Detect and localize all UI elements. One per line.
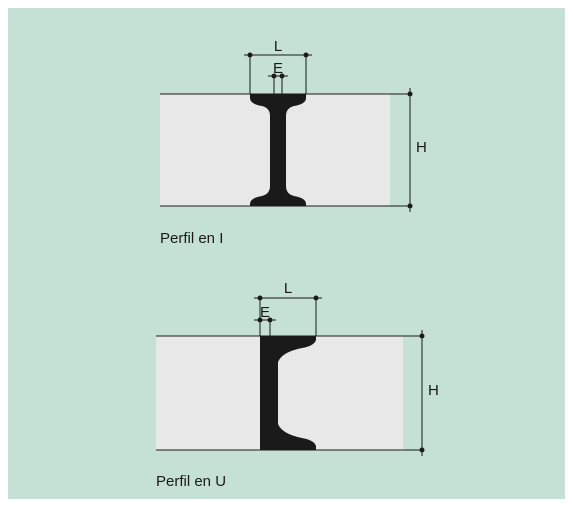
u-h-tick-bottom	[419, 447, 425, 453]
i-width-label: L	[274, 38, 282, 55]
u-width-label: L	[284, 280, 292, 297]
i-h-tick-top	[407, 91, 413, 97]
i-e-tick-left	[271, 73, 277, 79]
i-e-tick-right	[279, 73, 285, 79]
u-channel-shape	[260, 336, 316, 450]
u-profile-caption: Perfil en U	[156, 473, 226, 490]
i-l-tick-left	[247, 52, 253, 58]
i-profile-caption: Perfil en I	[160, 230, 223, 247]
u-thickness-label: E	[260, 304, 270, 321]
u-l-tick-right	[313, 295, 319, 301]
u-height-label: H	[428, 382, 439, 399]
i-thickness-label: E	[273, 60, 283, 77]
i-height-label: H	[416, 139, 427, 156]
u-l-tick-left	[257, 295, 263, 301]
i-profile-figure: L E H Perfil en I	[160, 38, 427, 247]
u-e-tick-left	[257, 317, 263, 323]
u-e-tick-right	[267, 317, 273, 323]
i-beam-shape	[250, 94, 306, 206]
i-l-tick-right	[303, 52, 309, 58]
u-h-tick-top	[419, 333, 425, 339]
u-profile-figure: L E H Perfil en U	[156, 280, 439, 490]
i-h-tick-bottom	[407, 203, 413, 209]
